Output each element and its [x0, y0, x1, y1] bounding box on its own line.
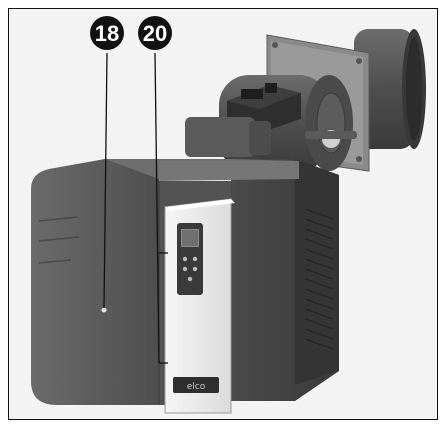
display-unit	[177, 223, 203, 295]
callout-18-label: 18	[95, 21, 119, 46]
logo-badge	[173, 377, 219, 393]
callout-20: 20	[138, 16, 172, 50]
control-panel-door: elco	[164, 198, 235, 414]
leader-line-18	[103, 52, 108, 309]
air-duct	[185, 117, 271, 157]
illustration-frame: elco 18 20	[8, 8, 438, 420]
housing-side	[231, 159, 339, 401]
ventilation-grille	[304, 208, 334, 350]
callout-18: 18	[90, 16, 124, 50]
leader-lines	[103, 52, 168, 364]
leader-line-20	[154, 52, 160, 364]
logo-text: elco	[187, 382, 206, 392]
burner-illustration: elco 18 20	[31, 16, 426, 414]
callout-20-label: 20	[143, 21, 167, 46]
